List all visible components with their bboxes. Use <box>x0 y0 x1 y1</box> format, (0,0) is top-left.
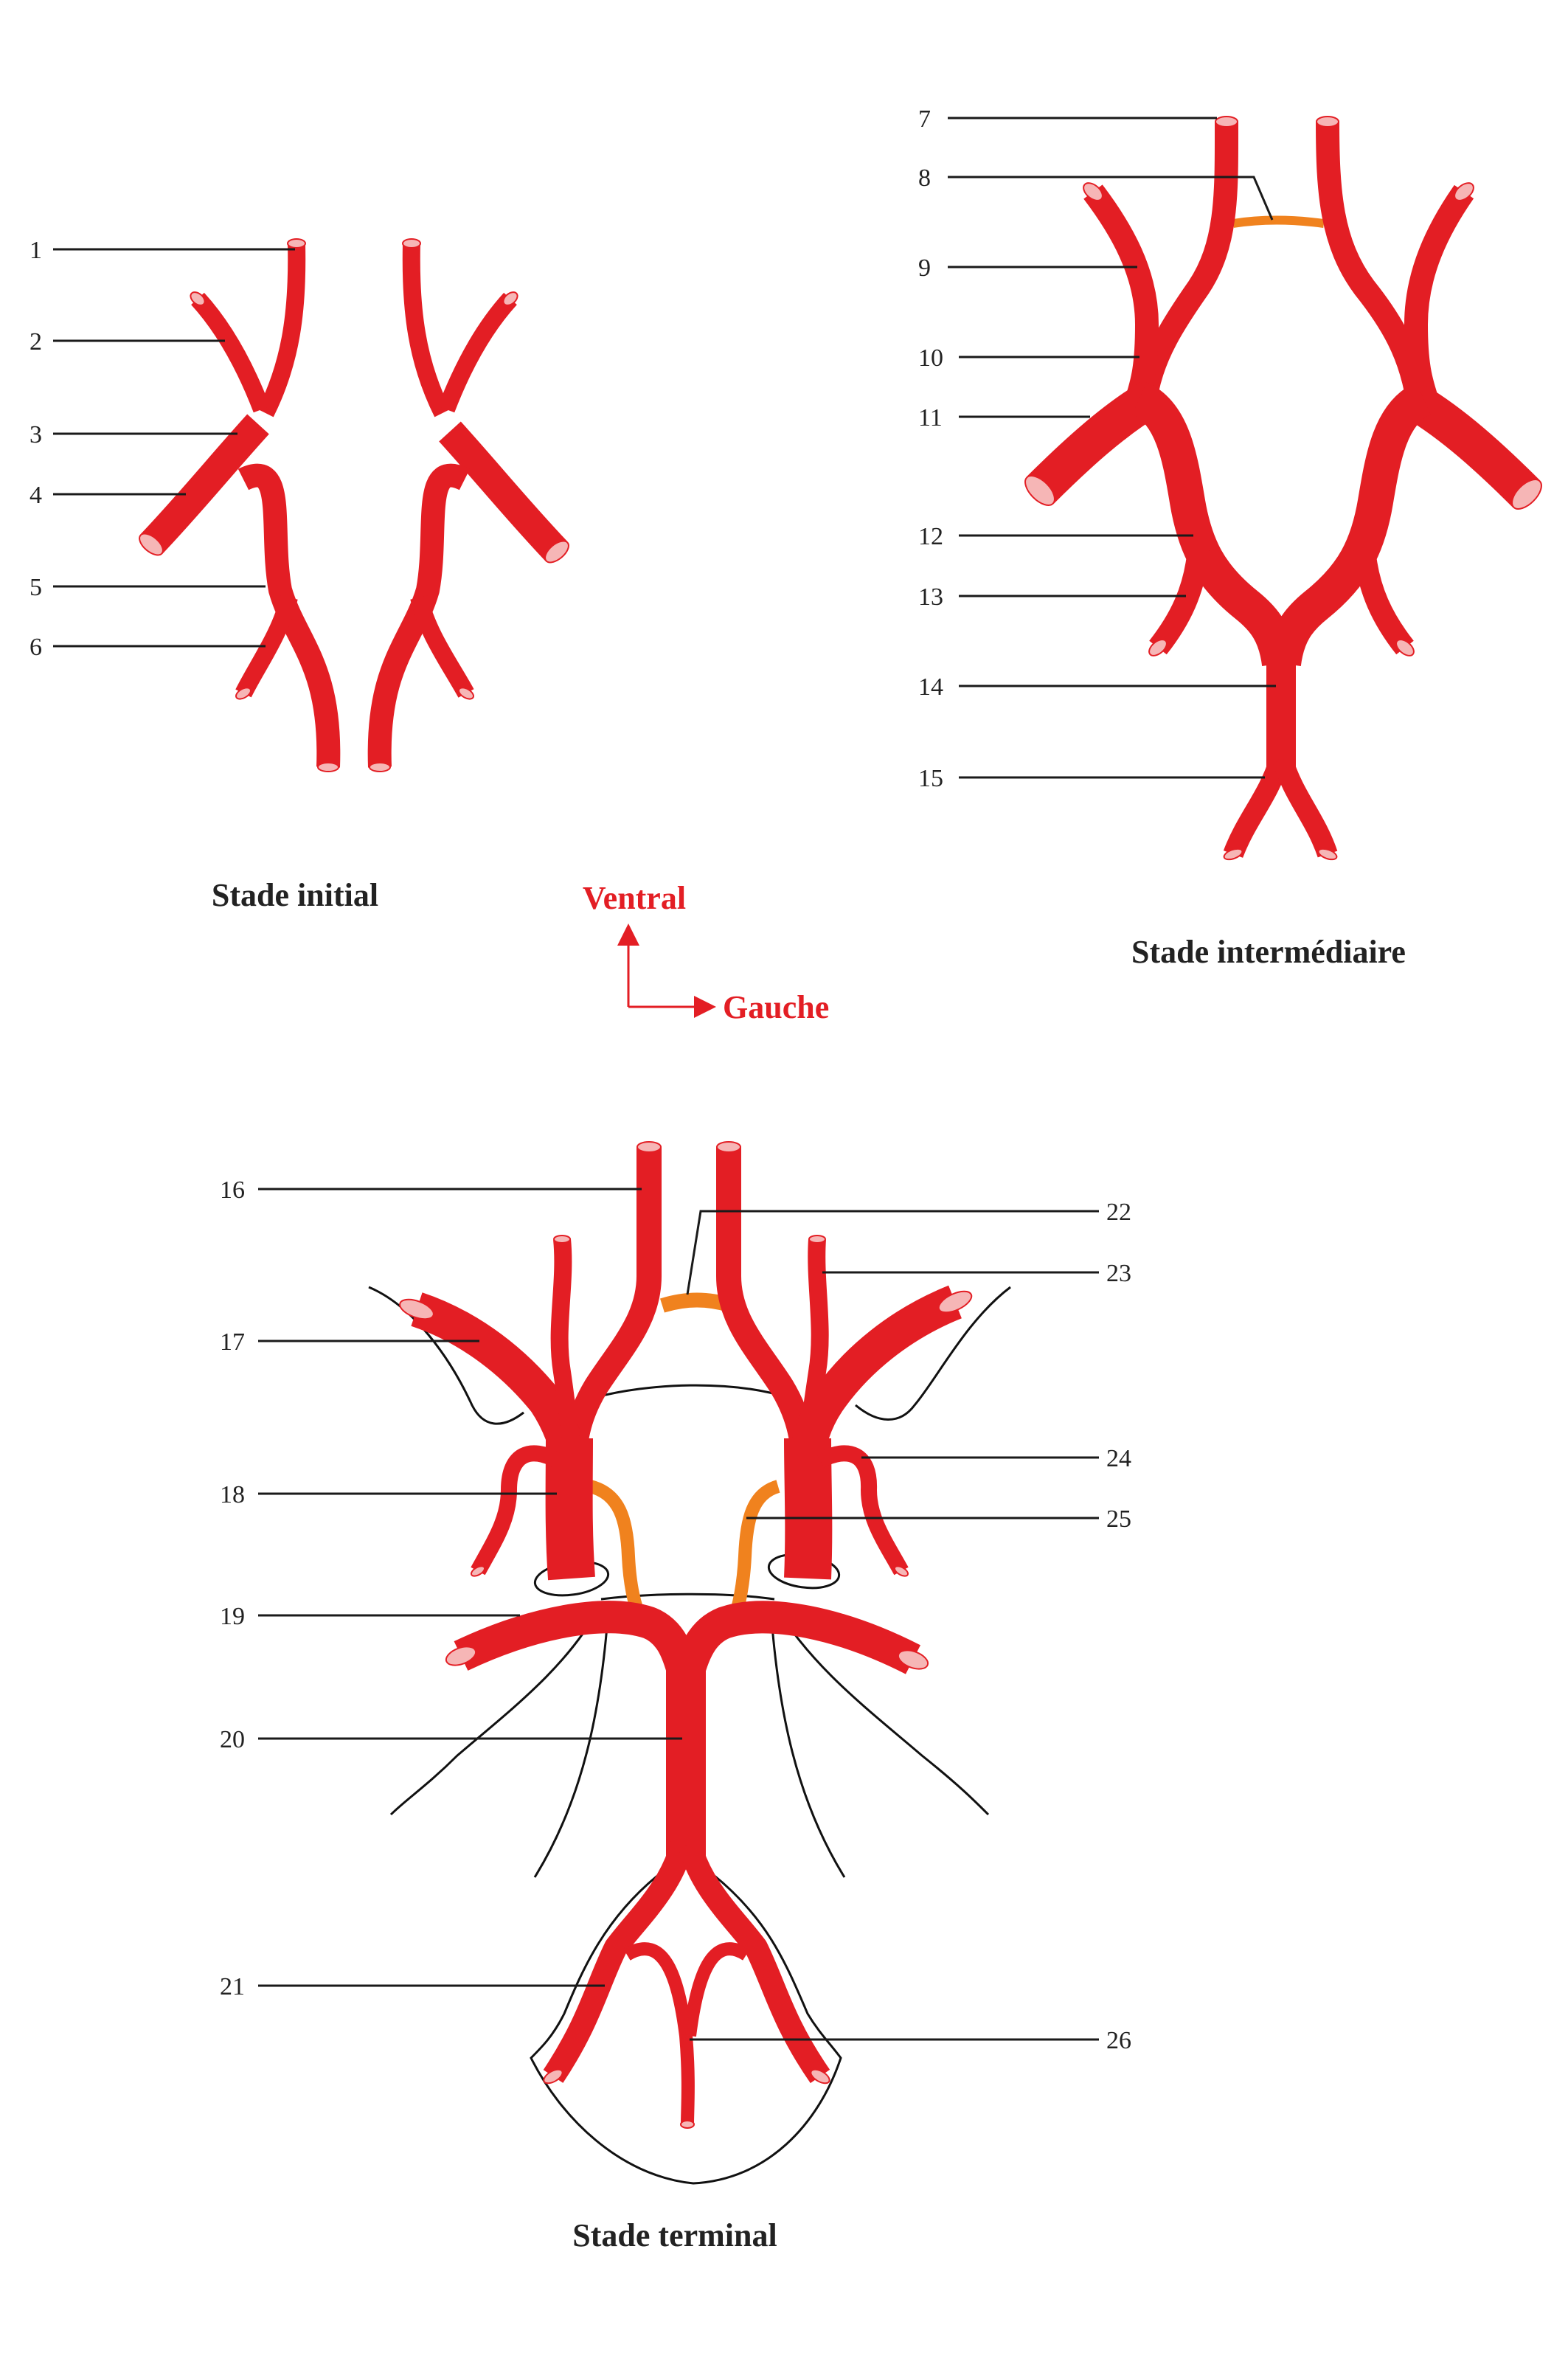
label-20: 20 <box>220 1726 245 1753</box>
vessel-initial-right-4 <box>367 463 471 768</box>
stage-terminal: 16 17 18 19 20 21 22 23 24 25 26 Stade t… <box>220 1141 1131 2253</box>
vessel-ends-terminal <box>399 1141 973 2129</box>
label-1: 1 <box>30 237 42 264</box>
vessel-intermediate-15-right <box>1272 756 1338 858</box>
label-18: 18 <box>220 1481 245 1508</box>
label-2: 2 <box>30 328 42 356</box>
orientation-indicator: Ventral Gauche <box>583 880 829 1025</box>
label-22: 22 <box>1106 1199 1131 1226</box>
label-4: 4 <box>30 482 42 509</box>
vessel-intermediate-left-13 <box>1149 548 1210 655</box>
vessel-intermediate-left-7 <box>1135 121 1239 394</box>
label-8: 8 <box>918 164 931 192</box>
label-5: 5 <box>30 574 42 601</box>
outline-lower-sac <box>530 1872 842 2185</box>
vessel-terminal-26-right <box>683 1942 750 2037</box>
outline-left-fan-inner <box>533 1607 610 1878</box>
label-15: 15 <box>918 765 943 792</box>
label-3: 3 <box>30 421 42 448</box>
label-14: 14 <box>918 673 943 701</box>
label-11: 11 <box>918 404 943 432</box>
vessel-terminal-18-left <box>545 1438 595 1581</box>
label-7: 7 <box>918 105 931 133</box>
vessel-terminal-21-right <box>678 1840 830 2084</box>
vessel-intermediate-right-9 <box>1404 184 1474 402</box>
vessel-terminal-24-right <box>816 1445 909 1576</box>
vessel-intermediate-right-7 <box>1316 121 1428 394</box>
vessel-terminal-16-left <box>561 1147 662 1462</box>
label-19: 19 <box>220 1603 245 1630</box>
vessel-initial-left-5 <box>235 595 298 698</box>
vessel-initial-left-4 <box>237 463 341 768</box>
vessel-intermediate-8 <box>1232 215 1325 228</box>
outline-upper-bridge <box>593 1384 790 1399</box>
outline-lower-bridge <box>600 1593 775 1601</box>
stage-intermediate: 7 8 9 10 11 12 13 14 15 Stade intermédia… <box>918 105 1542 970</box>
label-24: 24 <box>1106 1445 1131 1472</box>
vessel-intermediate-left-12 <box>1131 382 1297 667</box>
stage-initial-title: Stade initial <box>212 877 378 913</box>
outline-left-fan-outer <box>389 1604 603 1816</box>
vessel-initial-left-2 <box>191 292 271 413</box>
outline-right-fan-outer <box>773 1604 990 1816</box>
vessel-intermediate-15-left <box>1223 756 1290 859</box>
stage-initial: 1 2 3 4 5 6 Stade initial <box>30 237 569 913</box>
vessel-initial-left-3 <box>140 414 269 555</box>
orientation-ventral-label: Ventral <box>583 880 686 916</box>
vessel-ends-intermediate <box>1024 116 1542 861</box>
label-10: 10 <box>918 344 943 372</box>
vessel-initial-right-2 <box>437 292 517 413</box>
label-26: 26 <box>1106 2027 1131 2054</box>
vessel-terminal-24-left <box>471 1445 561 1576</box>
vessel-terminal-left-small <box>550 1238 583 1462</box>
leader-22 <box>686 1210 1099 1295</box>
leader-8 <box>948 176 1274 221</box>
vessel-terminal-23 <box>797 1238 829 1462</box>
label-23: 23 <box>1106 1260 1131 1287</box>
vessel-initial-right-5 <box>410 595 474 698</box>
outline-right-fan-inner <box>769 1607 846 1878</box>
vessel-terminal-26 <box>623 1942 695 2125</box>
vessel-intermediate-right-11 <box>1406 385 1541 508</box>
label-6: 6 <box>30 634 42 661</box>
vessel-initial-left-1 <box>257 243 306 417</box>
vessel-terminal-16-right <box>716 1147 816 1462</box>
stage-terminal-title: Stade terminal <box>572 2217 777 2253</box>
label-9: 9 <box>918 254 931 282</box>
stage-intermediate-title: Stade intermédiaire <box>1131 934 1406 970</box>
vessel-initial-right-1 <box>402 243 451 417</box>
vessel-intermediate-left-9 <box>1083 184 1159 402</box>
label-12: 12 <box>918 523 943 550</box>
vessel-intermediate-right-13 <box>1353 548 1414 655</box>
label-13: 13 <box>918 583 943 611</box>
label-16: 16 <box>220 1176 245 1204</box>
vessel-intermediate-right-12 <box>1266 382 1432 667</box>
label-25: 25 <box>1106 1505 1131 1533</box>
vessel-terminal-21-left <box>543 1840 694 2083</box>
orientation-gauche-label: Gauche <box>723 989 829 1025</box>
vessel-initial-right-3 <box>439 421 568 562</box>
vessel-ends-initial <box>139 238 569 772</box>
label-21: 21 <box>220 1973 245 2000</box>
outline-right-upper <box>855 1286 1011 1421</box>
label-17: 17 <box>220 1328 245 1356</box>
